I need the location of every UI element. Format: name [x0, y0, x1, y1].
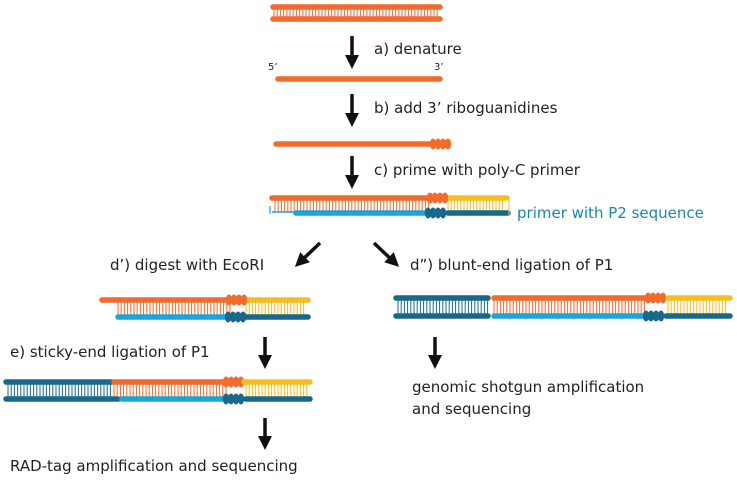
base-pair-rungs — [667, 300, 727, 315]
riboguanidine-bead — [659, 292, 667, 304]
riboguanidine-bead — [431, 192, 439, 204]
step-e-label: e) sticky-end ligation of P1 — [10, 343, 210, 361]
riboguanidine-bead — [649, 292, 657, 304]
step-d2-label: d”) blunt-end ligation of P1 — [410, 256, 613, 274]
base-pair-rungs — [7, 384, 111, 398]
riboguanidine-bead — [434, 138, 442, 150]
arrow-diagonal-left-icon — [294, 241, 322, 267]
sticky-end-ligated-fragment — [3, 376, 313, 405]
base-pair-rungs — [493, 300, 645, 315]
riboguanidine-bead — [441, 192, 449, 204]
riboguanidine-bead — [429, 138, 437, 150]
poly-c-bead — [234, 311, 242, 323]
riboguanidine-bead — [235, 294, 243, 306]
poly-c-bead — [222, 393, 230, 405]
base-pair-rungs — [245, 302, 305, 316]
base-pair-rungs — [274, 199, 430, 212]
primer-label: primer with P2 sequence — [517, 204, 704, 222]
riboguanidine-bead — [439, 138, 447, 150]
poly-c-bead — [439, 207, 447, 219]
ssdna-with-riboguanidines — [273, 138, 452, 150]
dsdna-initial — [270, 4, 443, 22]
riboguanidine-bead — [222, 376, 230, 388]
three-prime-label: 3’ — [434, 62, 444, 73]
riboguanidine-bead — [225, 294, 233, 306]
poly-c-bead — [434, 207, 442, 219]
riboguanidine-bead — [237, 376, 245, 388]
riboguanidine-bead — [227, 376, 235, 388]
riboguanidine-bead — [240, 294, 248, 306]
base-pair-rungs — [117, 302, 231, 316]
riboguanidine-bead — [444, 138, 452, 150]
base-pair-rungs — [447, 199, 503, 212]
result-right-line1: genomic shotgun amplification — [412, 378, 644, 396]
poly-c-bead — [227, 393, 235, 405]
step-c-label: c) prime with poly-C primer — [374, 161, 581, 179]
poly-c-bead — [237, 393, 245, 405]
riboguanidine-bead — [644, 292, 652, 304]
base-pair-rungs — [113, 384, 227, 398]
blunt-end-ligated-fragment — [393, 292, 733, 322]
poly-c-bead — [239, 311, 247, 323]
riboguanidine-bead — [232, 376, 240, 388]
poly-c-bead — [424, 207, 432, 219]
step-d1-label: d’) digest with EcoRI — [110, 256, 264, 274]
primed-duplex — [269, 192, 511, 219]
base-pair-rungs — [245, 384, 308, 398]
result-left-label: RAD-tag amplification and sequencing — [10, 457, 298, 475]
five-prime-label: 5’ — [268, 62, 278, 73]
step-a-label: a) denature — [374, 40, 462, 58]
digested-fragment — [99, 294, 311, 323]
step-b-label: b) add 3’ riboguanidines — [374, 99, 558, 117]
poly-c-bead — [642, 310, 650, 322]
base-pair-rungs — [397, 300, 489, 315]
riboguanidine-bead — [654, 292, 662, 304]
riboguanidine-bead — [230, 294, 238, 306]
riboguanidine-bead — [426, 192, 434, 204]
poly-c-bead — [229, 311, 237, 323]
poly-c-bead — [657, 310, 665, 322]
poly-c-bead — [224, 311, 232, 323]
result-right-line2: and sequencing — [412, 400, 531, 418]
arrow-diagonal-right-icon — [372, 241, 400, 267]
riboguanidine-bead — [436, 192, 444, 204]
poly-c-bead — [647, 310, 655, 322]
poly-c-bead — [652, 310, 660, 322]
poly-c-bead — [232, 393, 240, 405]
poly-c-bead — [429, 207, 437, 219]
